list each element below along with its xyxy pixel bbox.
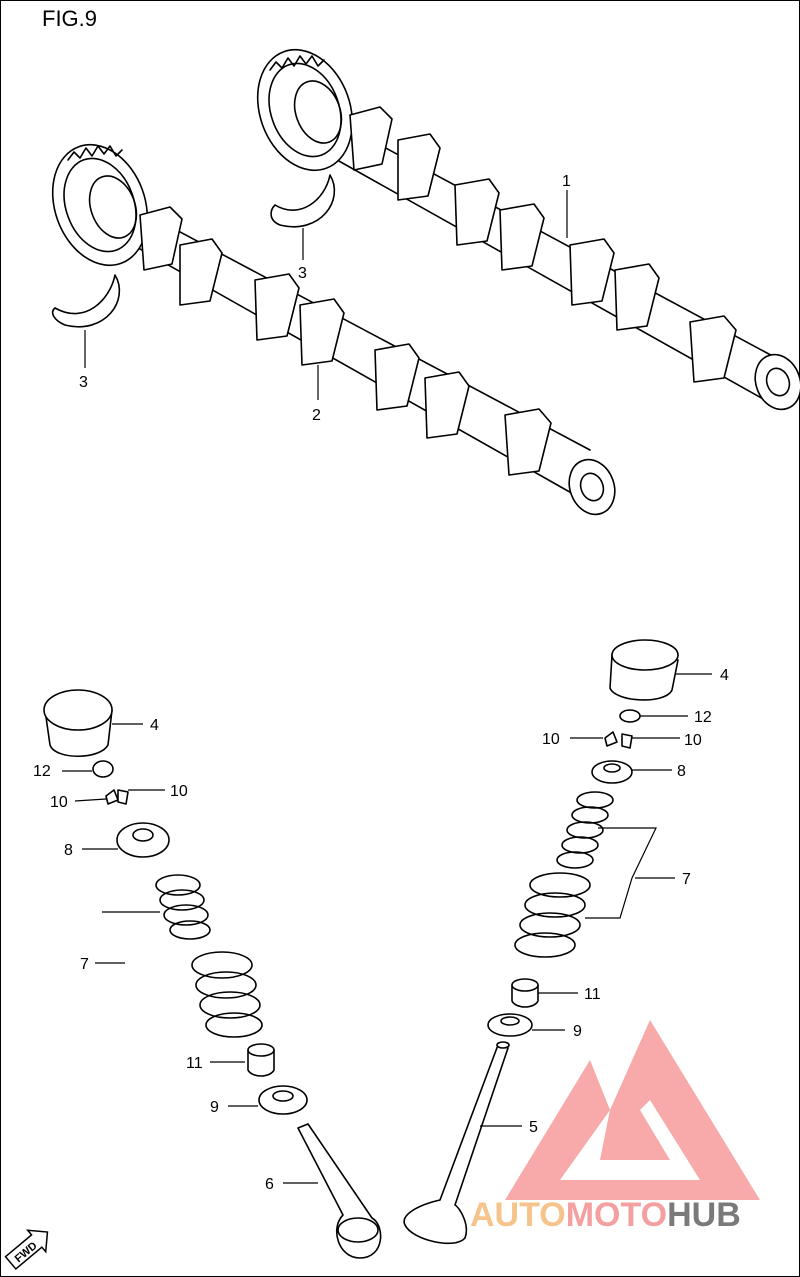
callout-12-left: 12 — [33, 763, 51, 780]
callout-12-right: 12 — [694, 709, 712, 726]
callout-5: 5 — [529, 1119, 538, 1136]
valve-train-right — [403, 639, 679, 1245]
callout-10-right-b: 10 — [684, 732, 702, 749]
callout-1: 1 — [562, 173, 571, 190]
seat-left — [258, 1085, 308, 1115]
callout-9-left: 9 — [210, 1099, 219, 1116]
camshaft-clip-lower — [51, 274, 121, 328]
camshaft-exhaust — [256, 48, 800, 411]
spring-left — [155, 874, 263, 1038]
camshaft-clip-upper — [270, 174, 336, 228]
valve-right — [403, 1044, 509, 1245]
callout-11-left: 11 — [186, 1055, 203, 1072]
callout-7-right: 7 — [682, 871, 691, 888]
callout-4-right: 4 — [720, 667, 729, 684]
retainer-left — [116, 822, 170, 858]
callout-8-right: 8 — [677, 763, 686, 780]
callout-7-left: 7 — [80, 956, 89, 973]
seal-left — [247, 1049, 275, 1077]
shim-left — [92, 760, 114, 778]
callout-10-left-a: 10 — [50, 794, 68, 811]
watermark-word-1: AUTO — [470, 1196, 566, 1234]
callout-10-right-a: 10 — [542, 731, 560, 748]
callout-9-right: 9 — [573, 1023, 582, 1040]
shim-right — [619, 709, 641, 723]
watermark: AUTOMOTOHUB — [470, 1020, 760, 1234]
watermark-word-3: HUB — [667, 1196, 741, 1234]
camshaft-intake — [51, 143, 616, 516]
valve-left — [297, 1123, 382, 1259]
callout-10-left-b: 10 — [170, 783, 188, 800]
cotter-right — [604, 731, 633, 749]
spring-right — [514, 791, 614, 958]
callout-3-lower: 3 — [79, 374, 88, 391]
callout-11-right: 11 — [584, 986, 601, 1003]
callout-6: 6 — [265, 1176, 274, 1193]
svg-text:AUTOMOTOHUB: AUTOMOTOHUB — [470, 1196, 741, 1234]
cotter-left — [105, 789, 129, 805]
figure-title: FIG.9 — [42, 6, 97, 31]
watermark-logo — [505, 1020, 760, 1200]
callout-2: 2 — [312, 407, 321, 424]
watermark-word-2: MOTO — [566, 1196, 667, 1234]
callout-4-left: 4 — [150, 717, 159, 734]
callout-3-upper: 3 — [298, 265, 307, 282]
callout-8-left: 8 — [64, 842, 73, 859]
valve-train-left — [43, 689, 382, 1259]
